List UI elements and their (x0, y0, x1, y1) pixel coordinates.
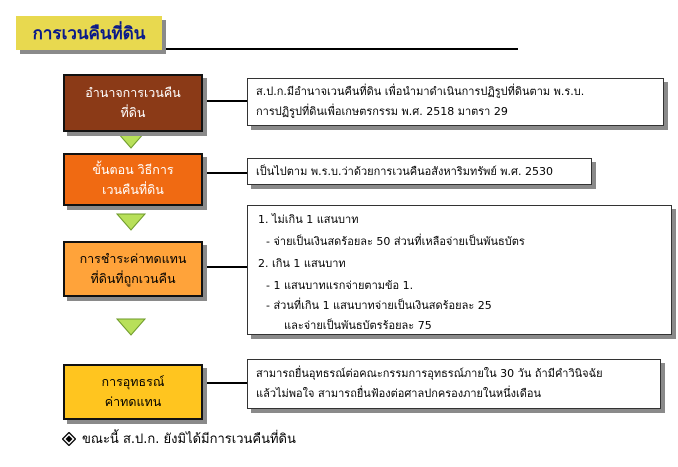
title-underline (160, 48, 518, 50)
payment-line-3: 2. เกิน 1 แสนบาท (258, 257, 346, 270)
payment-line-1: 1. ไม่เกิน 1 แสนบาท (258, 213, 359, 226)
step-authority-label: อำนาจการเวนคืน ที่ดิน (85, 85, 181, 120)
connector-payment (199, 266, 247, 268)
down-arrow-icon (116, 318, 146, 336)
step-appeal: การอุทธรณ์ ค่าทดแทน (63, 364, 203, 420)
page-title: การเวนคืนที่ดิน (16, 16, 162, 50)
payment-line-5: - ส่วนที่เกิน 1 แสนบาทจ่ายเป็นเงินสดร้อย… (266, 299, 492, 312)
step-procedure-label: ขั้นตอน วิธีการ เวนคืนที่ดิน (92, 161, 174, 197)
detail-appeal-line-2: แล้วไม่พอใจ สามารถยื่นฟ้องต่อศาลปกครองภา… (256, 387, 542, 400)
connector-appeal (199, 382, 247, 384)
detail-authority-line-1: ส.ป.ก.มีอำนาจเวนคืนที่ดิน เพื่อนำมาดำเนิ… (256, 85, 585, 98)
connector-authority (199, 100, 247, 102)
down-arrow-icon (116, 131, 146, 149)
diamond-bullet-icon (61, 431, 77, 446)
payment-line-6: และจ่ายเป็นพันธบัตรร้อยละ 75 (284, 319, 432, 332)
step-procedure: ขั้นตอน วิธีการ เวนคืนที่ดิน (63, 153, 203, 206)
footnote: ขณะนี้ ส.ป.ก. ยังมิได้มีการเวนคืนที่ดิน (61, 428, 296, 449)
detail-appeal-line-1: สามารถยื่นอุทธรณ์ต่อคณะกรรมการอุทธรณ์ภาย… (256, 367, 603, 380)
detail-payment: 1. ไม่เกิน 1 แสนบาท - จ่ายเป็นเงินสดร้อย… (247, 205, 672, 335)
step-appeal-label: การอุทธรณ์ ค่าทดแทน (101, 374, 165, 409)
detail-appeal: สามารถยื่นอุทธรณ์ต่อคณะกรรมการอุทธรณ์ภาย… (247, 359, 661, 409)
connector-procedure (199, 172, 247, 174)
detail-authority: ส.ป.ก.มีอำนาจเวนคืนที่ดิน เพื่อนำมาดำเนิ… (247, 78, 664, 126)
page-title-text: การเวนคืนที่ดิน (32, 23, 146, 44)
detail-procedure: เป็นไปตาม พ.ร.บ.ว่าด้วยการเวนคืนอสังหาริ… (247, 158, 592, 185)
footnote-text: ขณะนี้ ส.ป.ก. ยังมิได้มีการเวนคืนที่ดิน (82, 432, 296, 447)
down-arrow-icon (116, 213, 146, 231)
payment-line-4: - 1 แสนบาทแรกจ่ายตามข้อ 1. (266, 279, 414, 292)
step-payment: การชำระค่าทดแทน ที่ดินที่ถูกเวนคืน (63, 241, 203, 297)
detail-authority-line-2: การปฏิรูปที่ดินเพื่อเกษตรกรรม พ.ศ. 2518 … (256, 105, 508, 118)
payment-line-2: - จ่ายเป็นเงินสดร้อยละ 50 ส่วนที่เหลือจ่… (266, 235, 525, 248)
step-payment-label: การชำระค่าทดแทน ที่ดินที่ถูกเวนคืน (79, 251, 187, 286)
detail-procedure-text: เป็นไปตาม พ.ร.บ.ว่าด้วยการเวนคืนอสังหาริ… (256, 165, 554, 178)
step-authority: อำนาจการเวนคืน ที่ดิน (63, 74, 203, 132)
